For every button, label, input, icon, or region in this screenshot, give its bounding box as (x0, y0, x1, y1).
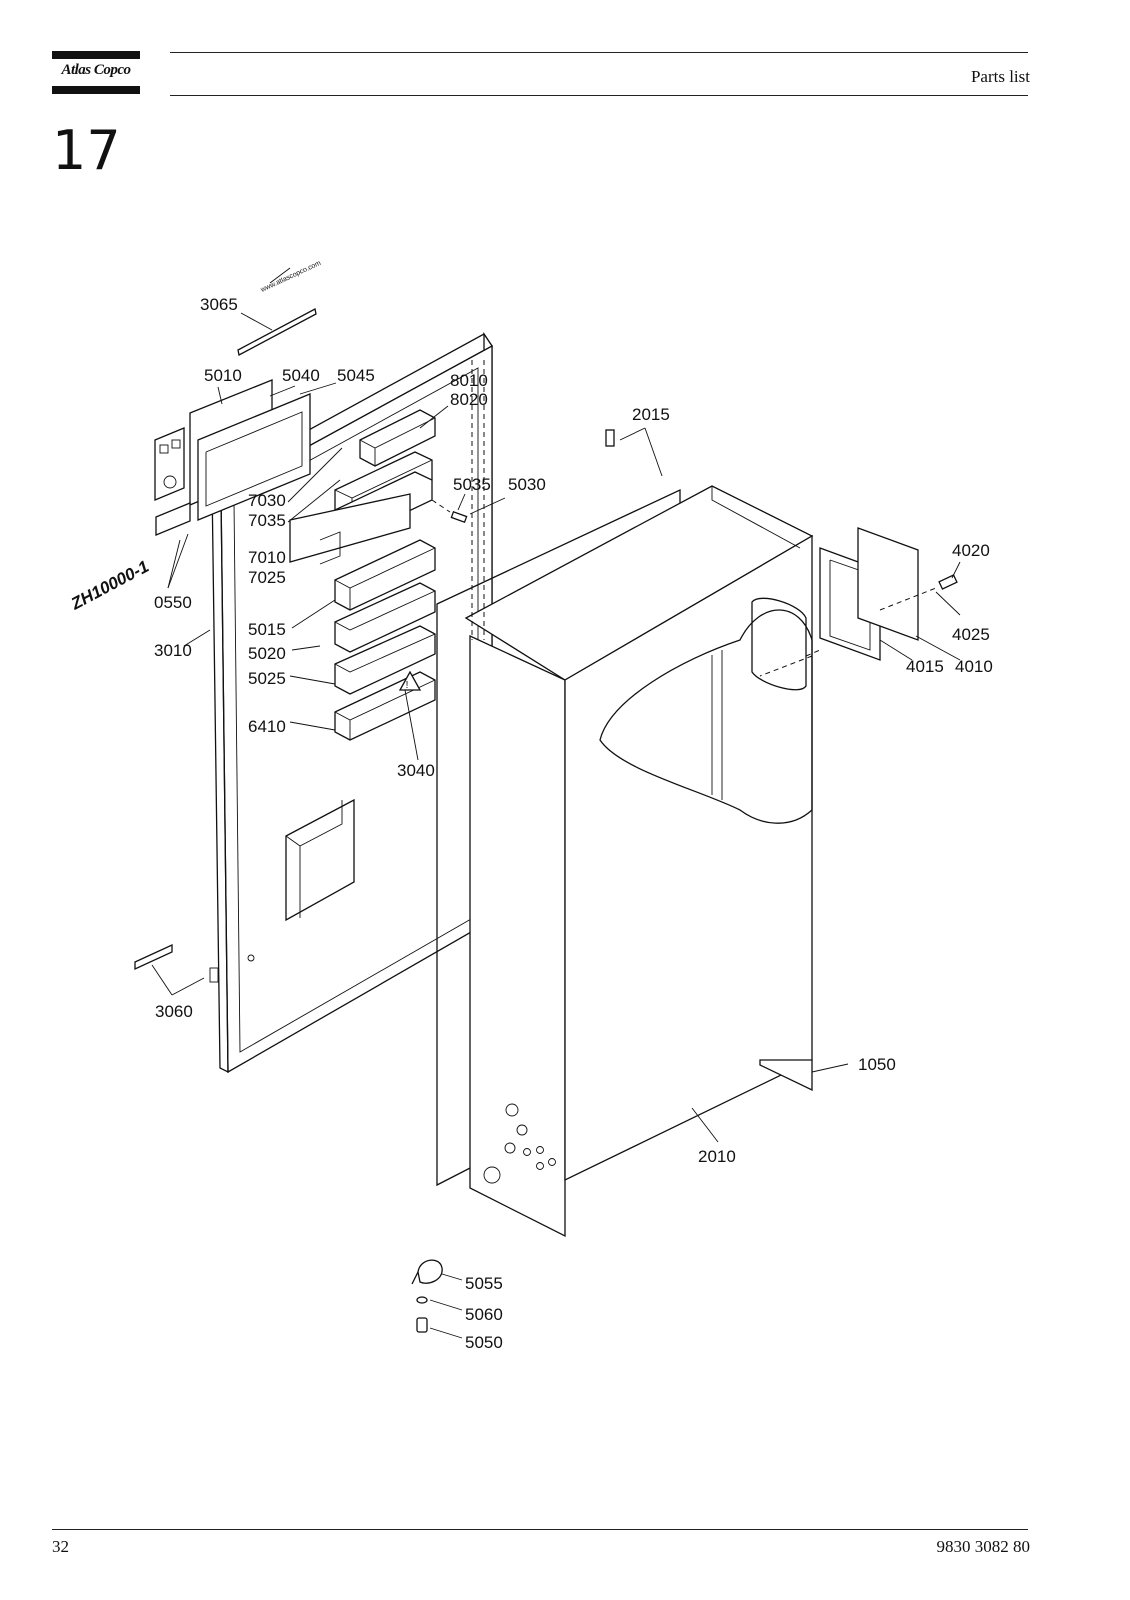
callout-6410: 6410 (248, 717, 286, 736)
callout-3060: 3060 (155, 1002, 193, 1021)
display-module (154, 379, 311, 536)
callout-2010: 2010 (698, 1147, 736, 1166)
callout-4020: 4020 (952, 541, 990, 560)
callout-5010: 5010 (204, 366, 242, 385)
page-number: 32 (52, 1537, 69, 1556)
header-rule-top (170, 52, 1028, 53)
callout-7035: 7035 (248, 511, 286, 530)
cable-clamp-set (411, 1259, 443, 1333)
callout-5040: 5040 (282, 366, 320, 385)
callout-5050: 5050 (465, 1333, 503, 1352)
callout-7010: 7010 (248, 548, 286, 567)
callout-5015: 5015 (248, 620, 286, 639)
page-title: Parts list (970, 67, 1030, 86)
logo-bar-bottom (52, 86, 140, 94)
callout-3010: 3010 (154, 641, 192, 660)
clip-2015 (605, 429, 615, 447)
assembly-axes (471, 360, 813, 677)
cabinet-2010 (464, 485, 814, 1238)
svg-text:!: ! (406, 680, 409, 691)
callout-5030: 5030 (508, 475, 546, 494)
callout-7025: 7025 (248, 568, 286, 587)
callout-3040: 3040 (397, 761, 435, 780)
logo-bar-top (52, 51, 140, 59)
nameplate-3060 (134, 943, 173, 971)
callout-1050: 1050 (858, 1055, 896, 1074)
callout-5055: 5055 (465, 1274, 503, 1293)
callout-5025: 5025 (248, 669, 286, 688)
leader-lines (151, 267, 961, 1339)
callout-2015: 2015 (632, 405, 670, 424)
label-strip-3065 (237, 308, 317, 356)
callout-5020: 5020 (248, 644, 286, 663)
callout-5060: 5060 (465, 1305, 503, 1324)
callout-4025: 4025 (952, 625, 990, 644)
callout-3065: 3065 (200, 295, 238, 314)
atlas-copco-logo: Atlas Copco (52, 51, 140, 94)
model-label: ZH10000-1 (67, 557, 152, 614)
footer-rule (52, 1529, 1028, 1530)
callout-8020: 8020 (450, 390, 488, 409)
section-number: 17 (52, 119, 121, 182)
terminal-blocks: ! (289, 409, 436, 741)
access-cover (751, 527, 958, 691)
callout-5045: 5045 (337, 366, 375, 385)
screw-5035 (431, 499, 468, 524)
callout-4015: 4015 (906, 657, 944, 676)
callout-7030: 7030 (248, 491, 286, 510)
header-rule-bottom (170, 95, 1028, 96)
document-number: 9830 3082 80 (936, 1537, 1031, 1556)
callout-0550: 0550 (154, 593, 192, 612)
url-text: www.atlascopco.com (259, 260, 322, 294)
callout-5035: 5035 (453, 475, 491, 494)
callout-4010: 4010 (955, 657, 993, 676)
callout-8010: 8010 (450, 371, 488, 390)
logo-wordmark: Atlas Copco (61, 62, 131, 78)
